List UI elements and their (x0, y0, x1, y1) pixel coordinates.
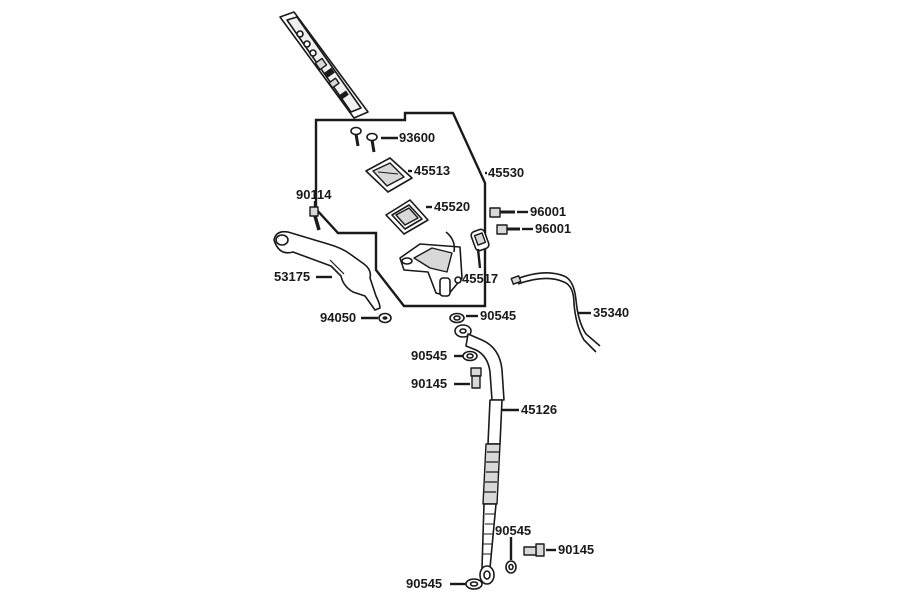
diaphragm-45520 (385, 199, 429, 235)
brake-switch-45517 (470, 228, 490, 252)
sealing-washer-90545-b (462, 350, 478, 362)
sealing-washer-90545-c (505, 560, 517, 574)
banjo-bolt-90145-upper (470, 367, 482, 389)
bolt-96001-lower (496, 224, 520, 235)
callout-53175: 53175 (274, 269, 310, 284)
sealing-washer-90545-a (449, 312, 465, 324)
bolt-96001-upper (489, 207, 515, 218)
callout-35340: 35340 (593, 305, 629, 320)
callout-90545-c: 90545 (495, 523, 531, 538)
brake-hose-45126 (454, 324, 505, 585)
switch-wire-35340 (510, 272, 601, 353)
handlebar-decal-strip (279, 11, 369, 119)
callout-94050: 94050 (320, 310, 356, 325)
callout-90545-d: 90545 (406, 576, 442, 591)
callout-96001-lower: 96001 (535, 221, 571, 236)
washer-94050 (378, 312, 392, 324)
callout-45520: 45520 (434, 199, 470, 214)
screw-93600 (350, 126, 378, 153)
callout-90545-b: 90545 (411, 348, 447, 363)
callout-90545-a: 90545 (480, 308, 516, 323)
callout-45530: 45530 (488, 165, 524, 180)
reservoir-cover-45513 (365, 157, 413, 193)
callout-96001-upper: 96001 (530, 204, 566, 219)
master-cylinder-body (399, 231, 463, 297)
callout-45126: 45126 (521, 402, 557, 417)
bolt-90114 (309, 206, 321, 231)
brake-lever-53175 (273, 230, 381, 311)
callout-90114: 90114 (296, 187, 332, 202)
callout-45517: 45517 (462, 271, 498, 286)
callout-93600: 93600 (399, 130, 435, 145)
banjo-bolt-90145-lower (523, 543, 545, 557)
callout-90145-upper: 90145 (411, 376, 447, 391)
leader-lines (313, 136, 591, 586)
callout-45513: 45513 (414, 163, 450, 178)
callout-90145-lower: 90145 (558, 542, 594, 557)
sealing-washer-90545-d (465, 578, 483, 590)
